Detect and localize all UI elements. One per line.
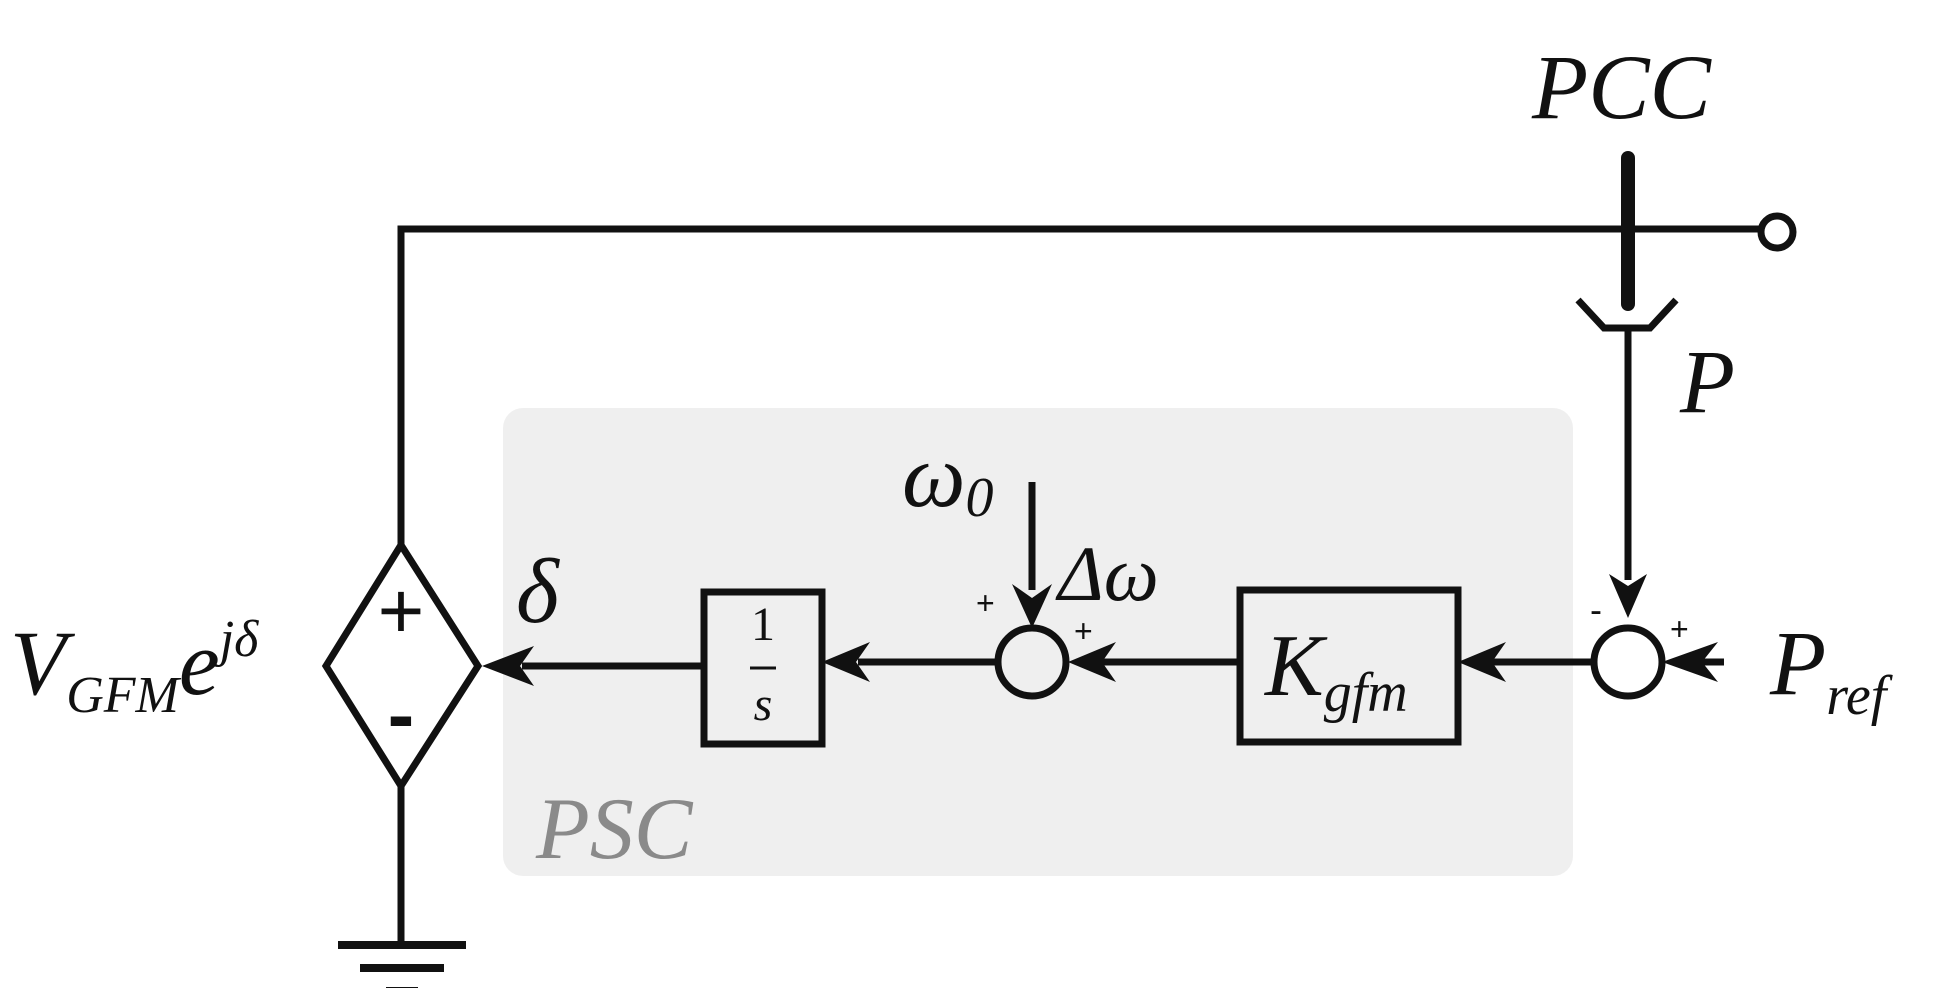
- source-plus-sign: +: [378, 566, 425, 655]
- integrator-numerator: 1: [751, 598, 775, 651]
- delta-omega-signal-arrowhead: [1068, 642, 1116, 682]
- k-gfm-label-sub: gfm: [1324, 662, 1408, 724]
- p-label: P: [1679, 333, 1735, 432]
- omega0-label-sub: 0: [966, 467, 994, 529]
- open-terminal-icon[interactable]: [1757, 212, 1797, 252]
- omega0-signal-arrowhead: [1012, 584, 1052, 628]
- right-sum-minus-sign: -: [1590, 589, 1602, 630]
- omega0-label: ω0: [902, 427, 994, 529]
- omega-signal-arrowhead: [822, 642, 870, 682]
- k-gfm-block: [1236, 586, 1462, 746]
- p-signal-arrowhead: [1609, 574, 1647, 618]
- pcc-label: PCC: [1531, 36, 1713, 138]
- pref-label-sub: ref: [1826, 665, 1894, 727]
- source-minus-sign: -: [388, 670, 415, 759]
- left-sum-right-plus-sign: +: [1074, 613, 1093, 649]
- psc-region: [503, 408, 1573, 876]
- right-sum-plus-sign: +: [1670, 611, 1689, 647]
- pref-signal-arrowhead: [1662, 642, 1718, 682]
- v-gfm-label-e: e: [179, 612, 220, 714]
- k-gfm-label: Kgfm: [1263, 618, 1408, 724]
- v-gfm-label-exp: jδ: [214, 611, 259, 668]
- v-gfm-label: VGFMejδ: [10, 611, 259, 724]
- k-gfm-label-main: K: [1263, 618, 1328, 715]
- pref-label: Pref: [1769, 612, 1894, 727]
- ground-icon: [338, 941, 466, 988]
- omega0-label-main: ω: [902, 427, 966, 526]
- delta-omega-label: Δω: [1055, 530, 1159, 617]
- error-signal-arrowhead: [1458, 642, 1506, 682]
- delta-signal-arrowhead: [482, 646, 534, 686]
- main-line-wire: [397, 225, 1762, 545]
- psc-region-label: PSC: [535, 781, 694, 878]
- right-summing-junction: [1590, 624, 1666, 700]
- delta-label: δ: [516, 540, 560, 642]
- v-gfm-label-sub: GFM: [66, 667, 181, 724]
- pref-label-main: P: [1769, 612, 1826, 714]
- integrator-denominator: s: [754, 678, 773, 731]
- v-gfm-label-main: V: [10, 612, 76, 714]
- left-sum-top-plus-sign: +: [976, 585, 995, 621]
